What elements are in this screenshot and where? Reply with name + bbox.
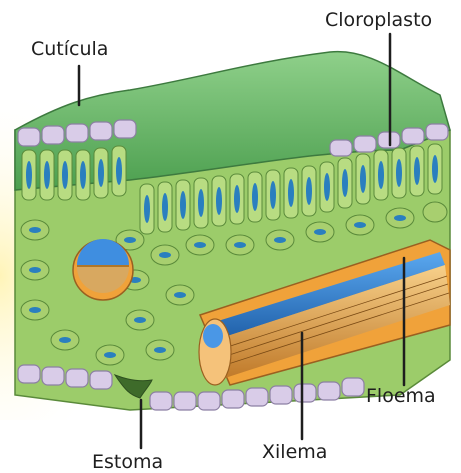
label-floema: Floema	[366, 385, 436, 407]
small-vascular-bundle	[73, 239, 133, 300]
label-cuticula: Cutícula	[31, 38, 108, 60]
label-estoma: Estoma	[92, 451, 163, 473]
label-cloroplasto: Cloroplasto	[325, 9, 432, 31]
label-xilema: Xilema	[262, 441, 327, 463]
